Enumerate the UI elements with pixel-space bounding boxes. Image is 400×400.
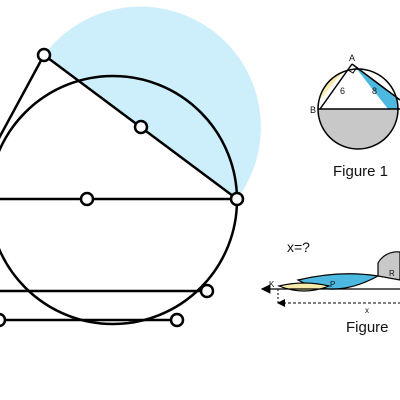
fig2-caption: Figure bbox=[346, 319, 389, 336]
fig1-blue-region bbox=[352, 69, 398, 109]
chord-top-left bbox=[0, 54, 46, 139]
fig2-label-p: P bbox=[330, 280, 335, 289]
point-lower-2 bbox=[169, 312, 185, 328]
fig2-label-x: x bbox=[365, 306, 369, 315]
fig2-label-r: R bbox=[389, 269, 395, 278]
point-center bbox=[79, 191, 95, 207]
fig1-label-8: 8 bbox=[372, 86, 377, 96]
fig1-label-b: B bbox=[310, 105, 316, 115]
point-lower-1 bbox=[199, 283, 215, 299]
fig2-question: x=? bbox=[287, 239, 310, 255]
point-right bbox=[229, 191, 245, 207]
figure-2: x=? K P R x Figure bbox=[260, 239, 400, 336]
fig1-side-left bbox=[319, 63, 353, 110]
fig1-caption: Figure 1 bbox=[333, 163, 388, 180]
point-hypotenuse-mid bbox=[133, 119, 149, 135]
fig2-label-k: K bbox=[269, 280, 275, 289]
fig1-right-angle-mark bbox=[347, 66, 358, 74]
yellow-segment bbox=[0, 76, 44, 145]
point-top bbox=[36, 47, 52, 63]
fig1-label-6: 6 bbox=[340, 86, 345, 96]
fig1-gray-half bbox=[318, 109, 398, 149]
fig1-label-a: A bbox=[349, 53, 355, 63]
fig1-side-right bbox=[351, 63, 400, 101]
fig2-yellow-lens bbox=[277, 282, 331, 292]
fig2-gray-semicircle bbox=[377, 251, 400, 281]
light-blue-half-disk bbox=[44, 6, 261, 200]
point-lower-left bbox=[0, 312, 7, 328]
main-construction bbox=[0, 6, 261, 328]
figure-1: A B 6 8 Figure 1 bbox=[310, 53, 400, 180]
